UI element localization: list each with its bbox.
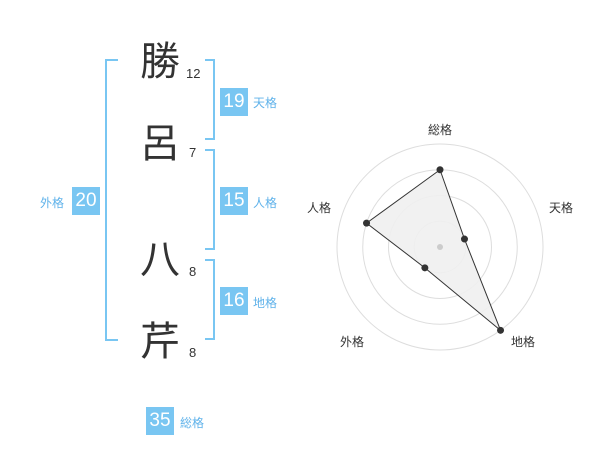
radar-label-tenkaku: 天格 xyxy=(549,201,574,215)
tenkaku-bracket xyxy=(205,59,215,140)
radar-point-3 xyxy=(497,326,505,334)
radar-label-jinkaku: 人格 xyxy=(307,201,332,215)
radar-polygon xyxy=(365,168,502,331)
chikaku-badge: 16 xyxy=(220,287,248,315)
jinkaku-badge: 15 xyxy=(220,187,248,215)
radar-point-5 xyxy=(363,219,371,227)
gaikaku-badge: 20 xyxy=(72,187,100,215)
soukaku-label: 総格 xyxy=(180,416,205,430)
jinkaku-bracket xyxy=(205,149,215,250)
radar-ring-4 xyxy=(336,143,544,351)
radar-point-4 xyxy=(421,264,429,272)
chikaku-label: 地格 xyxy=(253,296,278,310)
name-char-3: 八 xyxy=(140,237,180,283)
radar-label-gaikaku: 外格 xyxy=(340,335,365,349)
strokes-char-2: 7 xyxy=(189,145,197,160)
radar-center xyxy=(437,244,443,250)
strokes-char-4: 8 xyxy=(189,345,197,360)
soukaku-badge: 35 xyxy=(146,407,174,435)
tenkaku-label: 天格 xyxy=(253,96,278,110)
strokes-char-3: 8 xyxy=(189,264,197,279)
name-char-4: 芹 xyxy=(140,319,180,365)
name-char-1: 勝 xyxy=(140,39,180,85)
radar-point-1 xyxy=(436,166,444,174)
strokes-char-1: 12 xyxy=(186,66,201,81)
radar-label-soukaku: 総格 xyxy=(428,123,453,137)
radar-label-chikaku: 地格 xyxy=(511,335,536,349)
jinkaku-label: 人格 xyxy=(253,196,278,210)
radar-point-2 xyxy=(460,235,468,243)
chikaku-bracket xyxy=(205,259,215,340)
gaikaku-bracket xyxy=(105,59,118,341)
gaikaku-label: 外格 xyxy=(40,196,65,210)
name-char-2: 呂 xyxy=(140,121,180,167)
tenkaku-badge: 19 xyxy=(220,88,248,116)
